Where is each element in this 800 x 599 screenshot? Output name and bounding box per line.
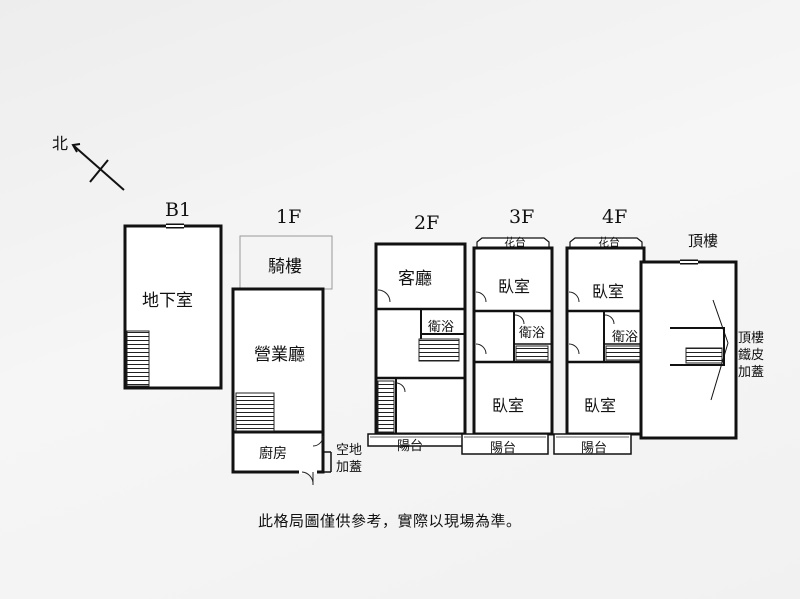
plan-roof: [639, 259, 738, 440]
f3-bedroom-2-label: 臥室: [492, 396, 525, 415]
f1-arcade-label: 騎樓: [268, 257, 302, 277]
f4-title: 4F: [602, 206, 628, 228]
f4-planter-label: 花台: [598, 236, 620, 249]
f3-bathroom-label: 衛浴: [519, 326, 546, 341]
f4-balcony-label: 陽台: [581, 441, 608, 456]
plan-b1: [123, 223, 223, 390]
f2-balcony-label: 陽台: [397, 439, 424, 454]
b1-basement-label: 地下室: [142, 291, 193, 311]
f3-planter-label: 花台: [504, 236, 526, 249]
f4-bathroom-label: 衛浴: [612, 330, 639, 345]
plan-2f: [367, 242, 467, 447]
f1-side-label: 空地 加蓋: [335, 443, 362, 475]
f3-bedroom-1-label: 臥室: [498, 277, 531, 296]
f1-business-hall-label: 營業廳: [254, 345, 305, 365]
roof-title: 頂樓: [688, 232, 719, 250]
plan-1f: [231, 235, 333, 486]
b1-title: B1: [165, 199, 192, 221]
north-label: 北: [52, 134, 69, 153]
f1-title: 1F: [276, 206, 302, 228]
f4-bedroom-1-label: 臥室: [592, 282, 625, 301]
f3-balcony-label: 陽台: [490, 441, 517, 456]
f2-bathroom-label: 衛浴: [428, 320, 455, 335]
roof-side-label: 頂樓 鐵皮 加蓋: [737, 331, 764, 380]
disclaimer-note: 此格局圖僅供參考，實際以現場為準。: [258, 512, 522, 530]
north-arrow-icon: [71, 143, 125, 191]
plan-4f: [553, 237, 646, 455]
f1-kitchen-label: 廚房: [259, 446, 287, 462]
f3-title: 3F: [509, 206, 535, 228]
f2-living-room-label: 客廳: [398, 269, 432, 289]
f4-bedroom-2-label: 臥室: [584, 396, 617, 415]
f2-title: 2F: [414, 212, 440, 234]
plan-3f: [461, 237, 554, 455]
